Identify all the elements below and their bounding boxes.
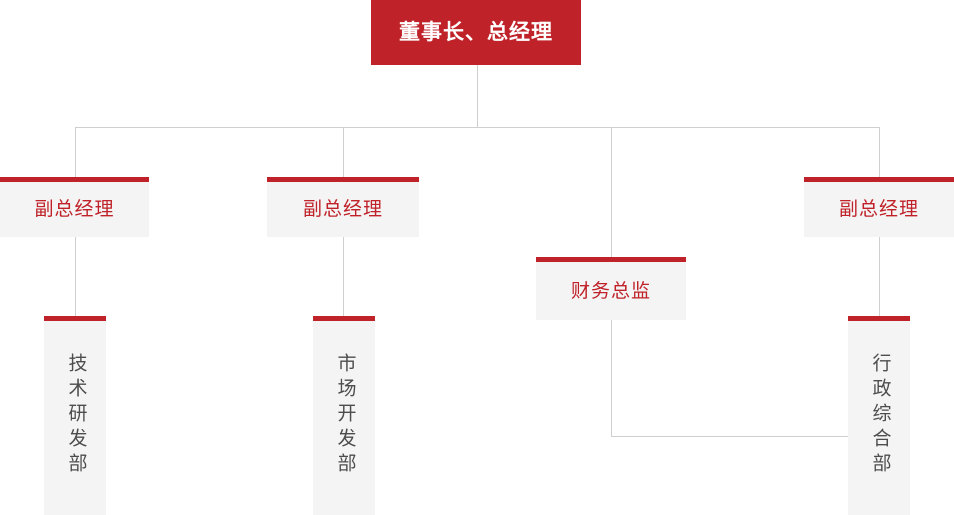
node-label: 副总经理 xyxy=(34,199,115,220)
node-department-administration[interactable]: 行政综合部 xyxy=(848,316,910,515)
node-department-market-development[interactable]: 市场开发部 xyxy=(313,316,375,515)
node-vice-general-manager-3[interactable]: 副总经理 xyxy=(804,177,954,237)
connector-drop-vp2 xyxy=(343,127,344,177)
node-label: 行政综合部 xyxy=(869,353,891,478)
connector-main-bus xyxy=(75,127,880,128)
node-label: 副总经理 xyxy=(838,199,919,220)
connector-drop-vp3 xyxy=(879,127,880,177)
connector-root-stem xyxy=(477,65,478,127)
node-vice-general-manager-1[interactable]: 副总经理 xyxy=(0,177,149,237)
connector-finance-down xyxy=(611,320,612,436)
node-department-rnd[interactable]: 技术研发部 xyxy=(44,316,106,515)
connector-vp2-to-dept2 xyxy=(343,237,344,316)
node-label: 副总经理 xyxy=(302,199,383,220)
connector-finance-to-dept3 xyxy=(611,436,851,437)
connector-drop-finance xyxy=(611,127,612,257)
node-label: 财务总监 xyxy=(570,280,651,302)
connector-drop-vp1 xyxy=(75,127,76,177)
node-chairman-general-manager[interactable]: 董事长、总经理 xyxy=(371,0,581,65)
node-finance-director[interactable]: 财务总监 xyxy=(536,257,686,320)
node-label: 董事长、总经理 xyxy=(399,21,553,44)
connector-vp1-to-dept1 xyxy=(75,237,76,316)
node-vice-general-manager-2[interactable]: 副总经理 xyxy=(267,177,419,237)
node-label: 技术研发部 xyxy=(65,353,87,478)
connector-vp3-to-dept3 xyxy=(879,237,880,316)
node-label: 市场开发部 xyxy=(334,353,356,478)
